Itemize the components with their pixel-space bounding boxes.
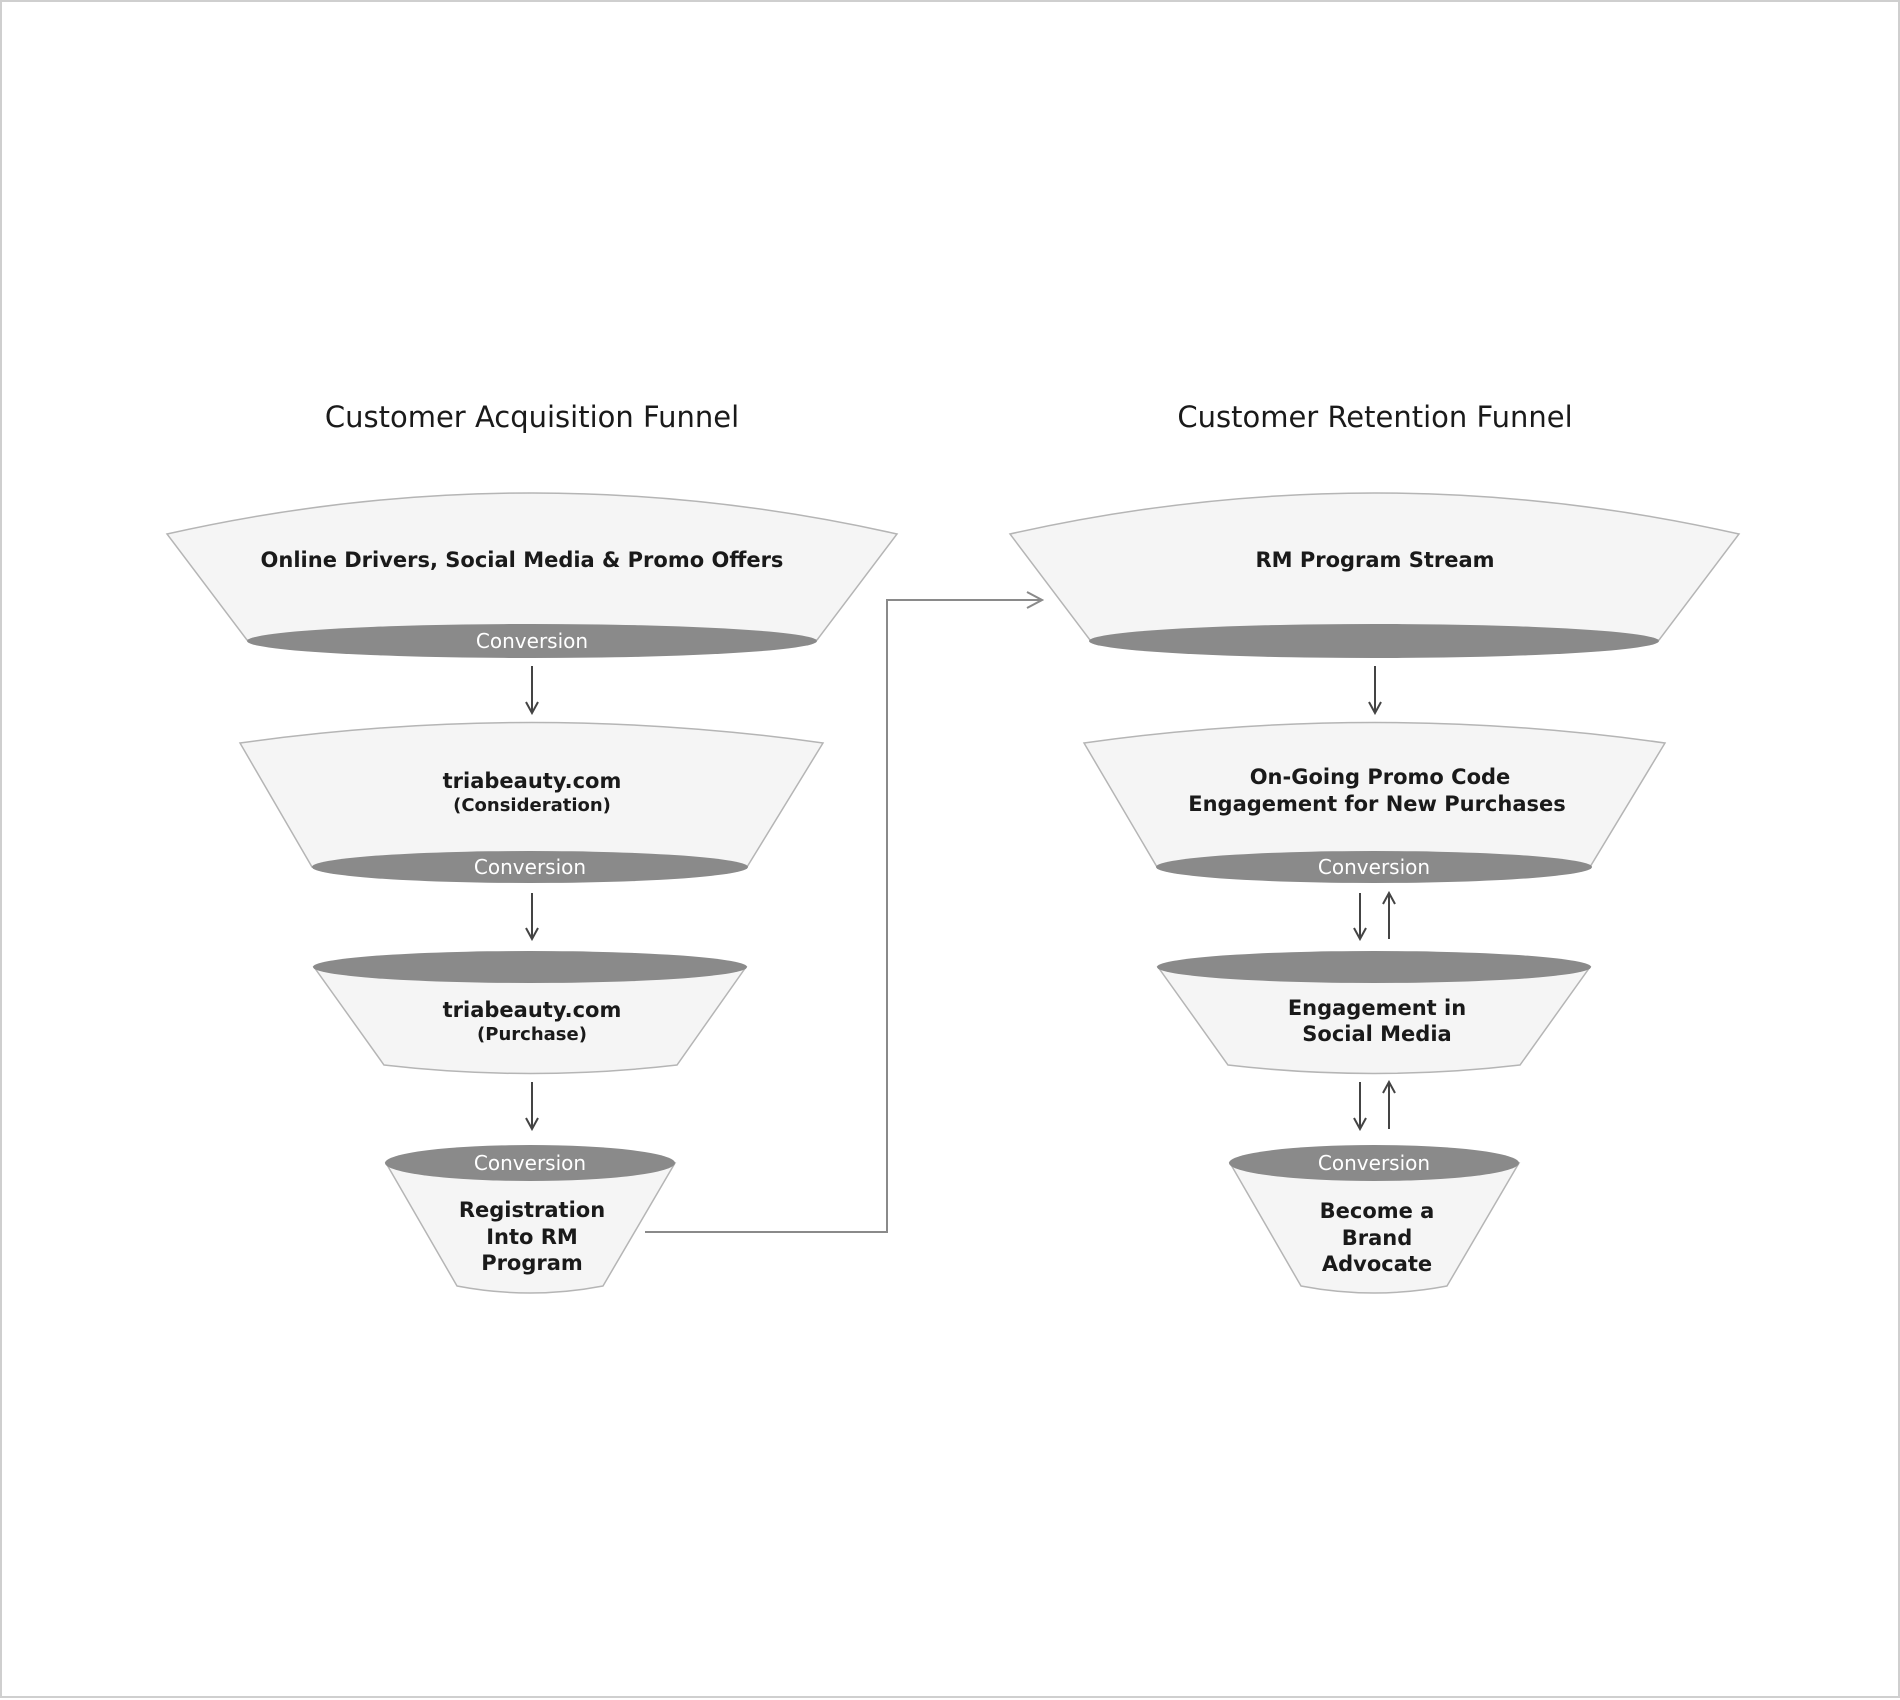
acquisition-stage-2-sublabel: (Consideration) bbox=[453, 795, 611, 816]
acquisition-stage-4-conversion-label: Conversion bbox=[474, 1151, 586, 1175]
acquisition-to-retention-connector bbox=[645, 600, 1042, 1233]
retention-stage-3: Engagement in Social Media bbox=[1156, 951, 1592, 1075]
acquisition-stage-4-label-line2: Into RM bbox=[486, 1225, 578, 1249]
retention-stage-1-bottom-band bbox=[1089, 624, 1659, 658]
retention-stage-4: Conversion Become a Brand Advocate bbox=[1228, 1145, 1521, 1294]
retention-stage-2-conversion-band bbox=[1156, 851, 1592, 883]
acquisition-stage-1-conversion-band bbox=[247, 624, 817, 658]
retention-stage-4-conversion-band bbox=[1229, 1145, 1519, 1181]
retention-stage-4-label-line3: Advocate bbox=[1322, 1252, 1432, 1276]
acquisition-stage-4-conversion-band bbox=[385, 1145, 675, 1181]
acquisition-stage-3-label: triabeauty.com bbox=[443, 998, 622, 1022]
retention-stage-2-label-line2: Engagement for New Purchases bbox=[1188, 792, 1565, 816]
acquisition-stage-4-label-line3: Program bbox=[481, 1251, 583, 1275]
retention-stage-1-shape bbox=[1008, 492, 1741, 641]
acquisition-stage-3-shape bbox=[312, 966, 748, 1075]
retention-stage-3-label-line2: Social Media bbox=[1302, 1022, 1451, 1046]
acquisition-stage-1-label: Online Drivers, Social Media & Promo Off… bbox=[261, 548, 784, 572]
acquisition-stage-1-conversion-label: Conversion bbox=[476, 629, 588, 653]
retention-stage-4-shape bbox=[1228, 1162, 1521, 1294]
retention-stage-1-label: RM Program Stream bbox=[1255, 548, 1494, 572]
retention-stage-4-label-line2: Brand bbox=[1342, 1226, 1413, 1250]
retention-funnel-title: Customer Retention Funnel bbox=[1177, 400, 1572, 434]
acquisition-stage-1-shape bbox=[165, 492, 899, 641]
acquisition-stage-2-conversion-band bbox=[312, 851, 748, 883]
acquisition-stage-2: triabeauty.com (Consideration) Conversio… bbox=[238, 721, 825, 883]
acquisition-stage-3-sublabel: (Purchase) bbox=[477, 1024, 587, 1045]
retention-stage-1: RM Program Stream bbox=[1008, 492, 1741, 658]
retention-stage-2: On-Going Promo Code Engagement for New P… bbox=[1082, 721, 1667, 883]
retention-stage-3-label-line1: Engagement in bbox=[1288, 996, 1466, 1020]
acquisition-stage-3-top-band bbox=[313, 951, 747, 983]
retention-stage-2-shape bbox=[1082, 721, 1667, 868]
retention-stage-2-conversion-label: Conversion bbox=[1318, 855, 1430, 879]
acquisition-stage-4-label-line1: Registration bbox=[459, 1198, 605, 1222]
acquisition-stage-4: Conversion Registration Into RM Program bbox=[384, 1145, 677, 1294]
acquisition-stage-4-shape bbox=[384, 1162, 677, 1294]
retention-stage-3-shape bbox=[1156, 966, 1592, 1075]
retention-stage-2-label-line1: On-Going Promo Code bbox=[1250, 765, 1511, 789]
acquisition-stage-1: Online Drivers, Social Media & Promo Off… bbox=[165, 492, 899, 658]
acquisition-funnel-title: Customer Acquisition Funnel bbox=[325, 400, 739, 434]
retention-stage-4-label-line1: Become a bbox=[1320, 1199, 1435, 1223]
retention-stage-3-top-band bbox=[1157, 951, 1591, 983]
retention-stage-4-conversion-label: Conversion bbox=[1318, 1151, 1430, 1175]
acquisition-stage-2-label: triabeauty.com bbox=[443, 769, 622, 793]
acquisition-stage-3: triabeauty.com (Purchase) bbox=[312, 951, 748, 1075]
acquisition-stage-2-conversion-label: Conversion bbox=[474, 855, 586, 879]
acquisition-stage-2-shape bbox=[238, 721, 825, 868]
